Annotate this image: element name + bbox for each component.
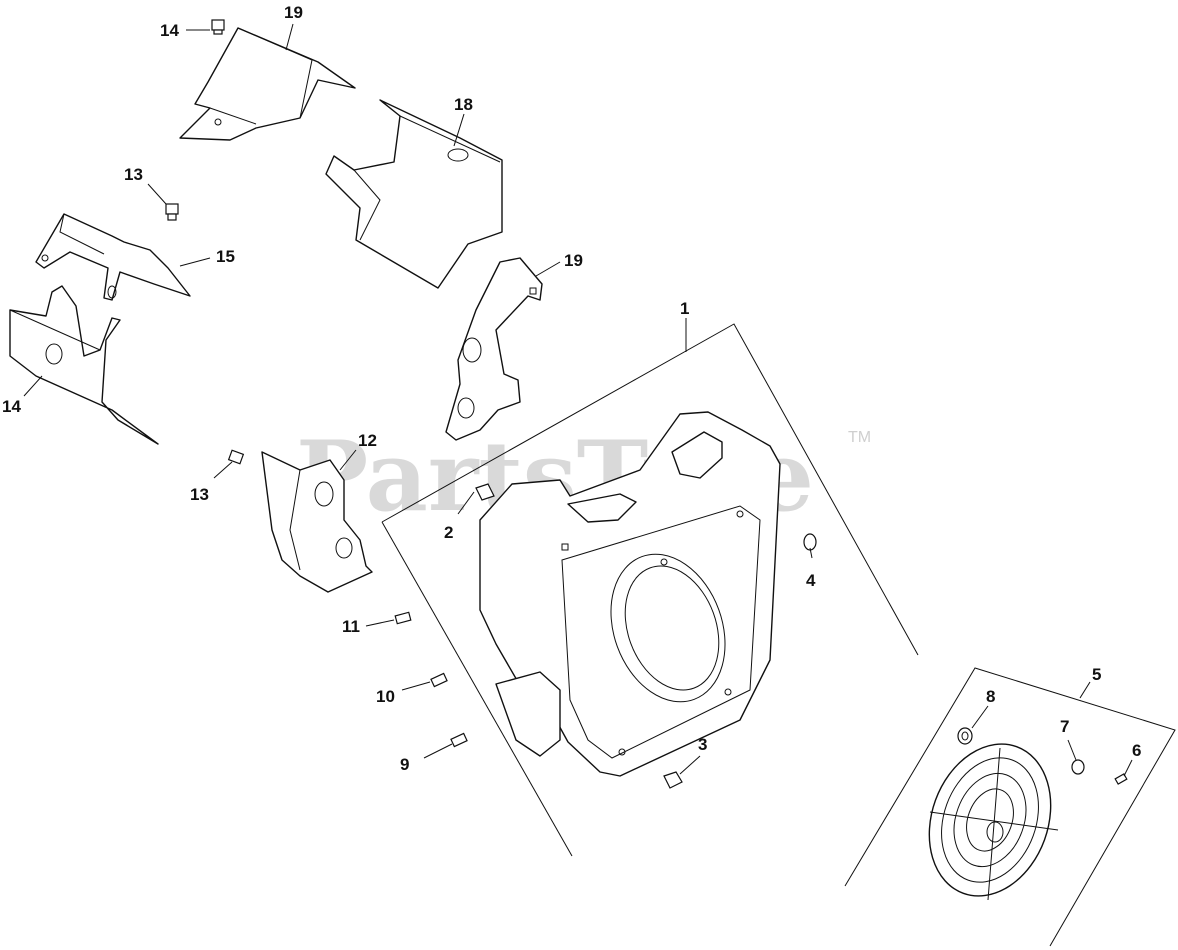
callout-7: 7 (1060, 717, 1069, 736)
bolt-part-13-upper[interactable] (165, 203, 179, 221)
callout-12: 12 (358, 431, 377, 450)
callout-13-upper: 13 (124, 165, 143, 184)
air-baffle-part[interactable] (325, 99, 503, 289)
callout-13-lower: 13 (190, 485, 209, 504)
callout-1: 1 (680, 299, 689, 318)
lower-bracket-part[interactable] (261, 451, 373, 593)
fan-grille-part[interactable] (909, 727, 1071, 913)
callout-5: 5 (1092, 665, 1101, 684)
leader-lines (23, 23, 1133, 777)
clip-part-2[interactable] (475, 483, 495, 501)
callout-labels: 14 19 18 13 15 14 19 1 12 13 2 4 11 10 9… (2, 3, 1141, 774)
lower-side-shroud-part[interactable] (9, 285, 159, 445)
grille-group-frame (844, 667, 1176, 947)
callout-11: 11 (342, 617, 360, 636)
bolt-part-16[interactable] (211, 19, 225, 35)
bolt-part-9[interactable] (450, 732, 468, 748)
callout-6: 6 (1132, 741, 1141, 760)
callout-4: 4 (806, 571, 816, 590)
housing-group-frame (381, 323, 919, 857)
screw-part-6[interactable] (1114, 773, 1128, 785)
callout-15: 15 (216, 247, 235, 266)
spacer-part-7[interactable] (1071, 759, 1085, 775)
callout-14: 14 (2, 397, 21, 416)
upper-shroud-part[interactable] (179, 27, 356, 141)
bolt-part-10[interactable] (430, 672, 448, 688)
callout-8: 8 (986, 687, 995, 706)
grommet-part-8[interactable] (957, 727, 973, 745)
bolt-part-13-lower[interactable] (227, 449, 245, 465)
callout-17: 19 (284, 3, 303, 22)
nut-part-3[interactable] (663, 771, 683, 789)
bolt-part-11[interactable] (394, 611, 412, 625)
callout-10: 10 (376, 687, 395, 706)
callout-16: 14 (160, 21, 179, 40)
callout-2: 2 (444, 523, 453, 542)
grommet-part-4[interactable] (803, 533, 817, 551)
callout-9: 9 (400, 755, 409, 774)
side-bracket-part[interactable] (35, 213, 191, 301)
blower-housing-part[interactable] (479, 411, 781, 777)
callout-19: 19 (564, 251, 583, 270)
callout-18: 18 (454, 95, 473, 114)
watermark-trademark: TM (848, 429, 871, 446)
mounting-bracket-part[interactable] (445, 257, 543, 441)
callout-3: 3 (698, 735, 707, 754)
